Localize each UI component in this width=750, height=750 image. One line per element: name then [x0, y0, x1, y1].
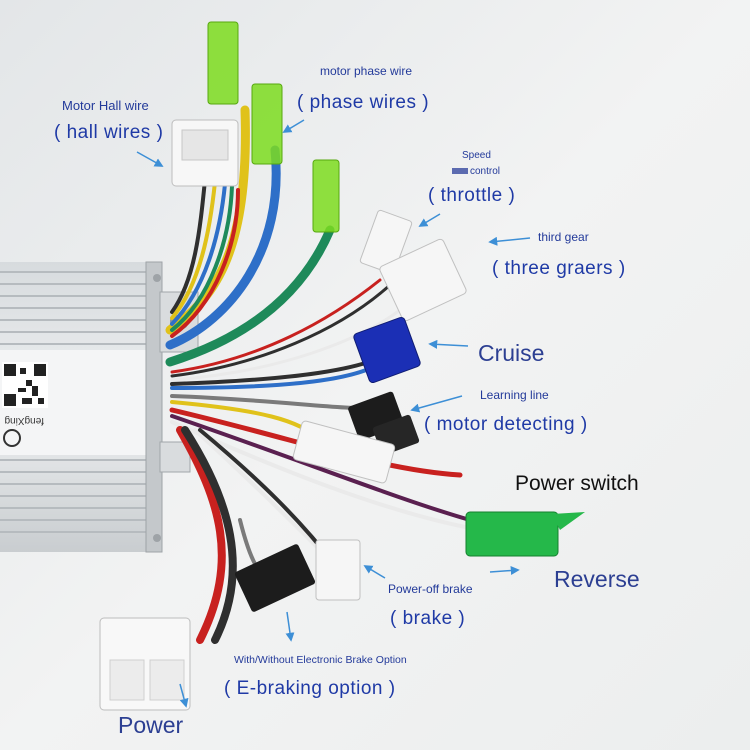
reverse-label: Reverse	[554, 566, 640, 592]
brake-caption: Power-off brake	[388, 582, 473, 596]
ebrake-connector	[234, 544, 316, 612]
hall-connector	[171, 119, 239, 187]
brake-label: ( brake )	[390, 608, 466, 629]
phase-connector-blue	[251, 83, 283, 165]
cruise-connector	[353, 316, 421, 384]
power-label: Power	[118, 712, 184, 738]
speed-control-caption: control	[452, 166, 500, 177]
controller-housing: fengXing	[0, 261, 199, 553]
phase-label: ( phase wires )	[297, 92, 430, 113]
cruise-label: Cruise	[478, 340, 545, 366]
brand-logo-icon	[3, 429, 21, 447]
brake-connector	[315, 539, 361, 601]
hall-caption: Motor Hall wire	[62, 98, 149, 113]
phase-caption: motor phase wire	[320, 64, 413, 78]
unreadable-glyphs	[452, 168, 468, 175]
reverse-connector	[465, 511, 585, 557]
qr-code	[2, 362, 48, 408]
power-switch-label: Power switch	[515, 472, 639, 495]
gear-caption: third gear	[538, 230, 589, 244]
ebrake-caption: With/Without Electronic Brake Option	[234, 654, 407, 666]
three-gear-connector	[379, 238, 467, 322]
speed-caption: Speed	[462, 150, 491, 161]
learning-label: ( motor detecting )	[424, 414, 588, 435]
power-connector	[99, 617, 191, 711]
phase-connector-green	[312, 159, 340, 233]
brand-name: fengXing	[5, 415, 44, 426]
hall-label: ( hall wires )	[54, 122, 164, 143]
annotation-arrows	[136, 119, 531, 708]
phase-connector-yellow	[207, 21, 239, 105]
ebrake-label: ( E-braking option )	[224, 678, 396, 699]
switch-connector	[292, 420, 396, 484]
throttle-label: ( throttle )	[428, 185, 516, 206]
gear-label: ( three graers )	[492, 258, 626, 279]
learning-caption: Learning line	[480, 388, 549, 402]
